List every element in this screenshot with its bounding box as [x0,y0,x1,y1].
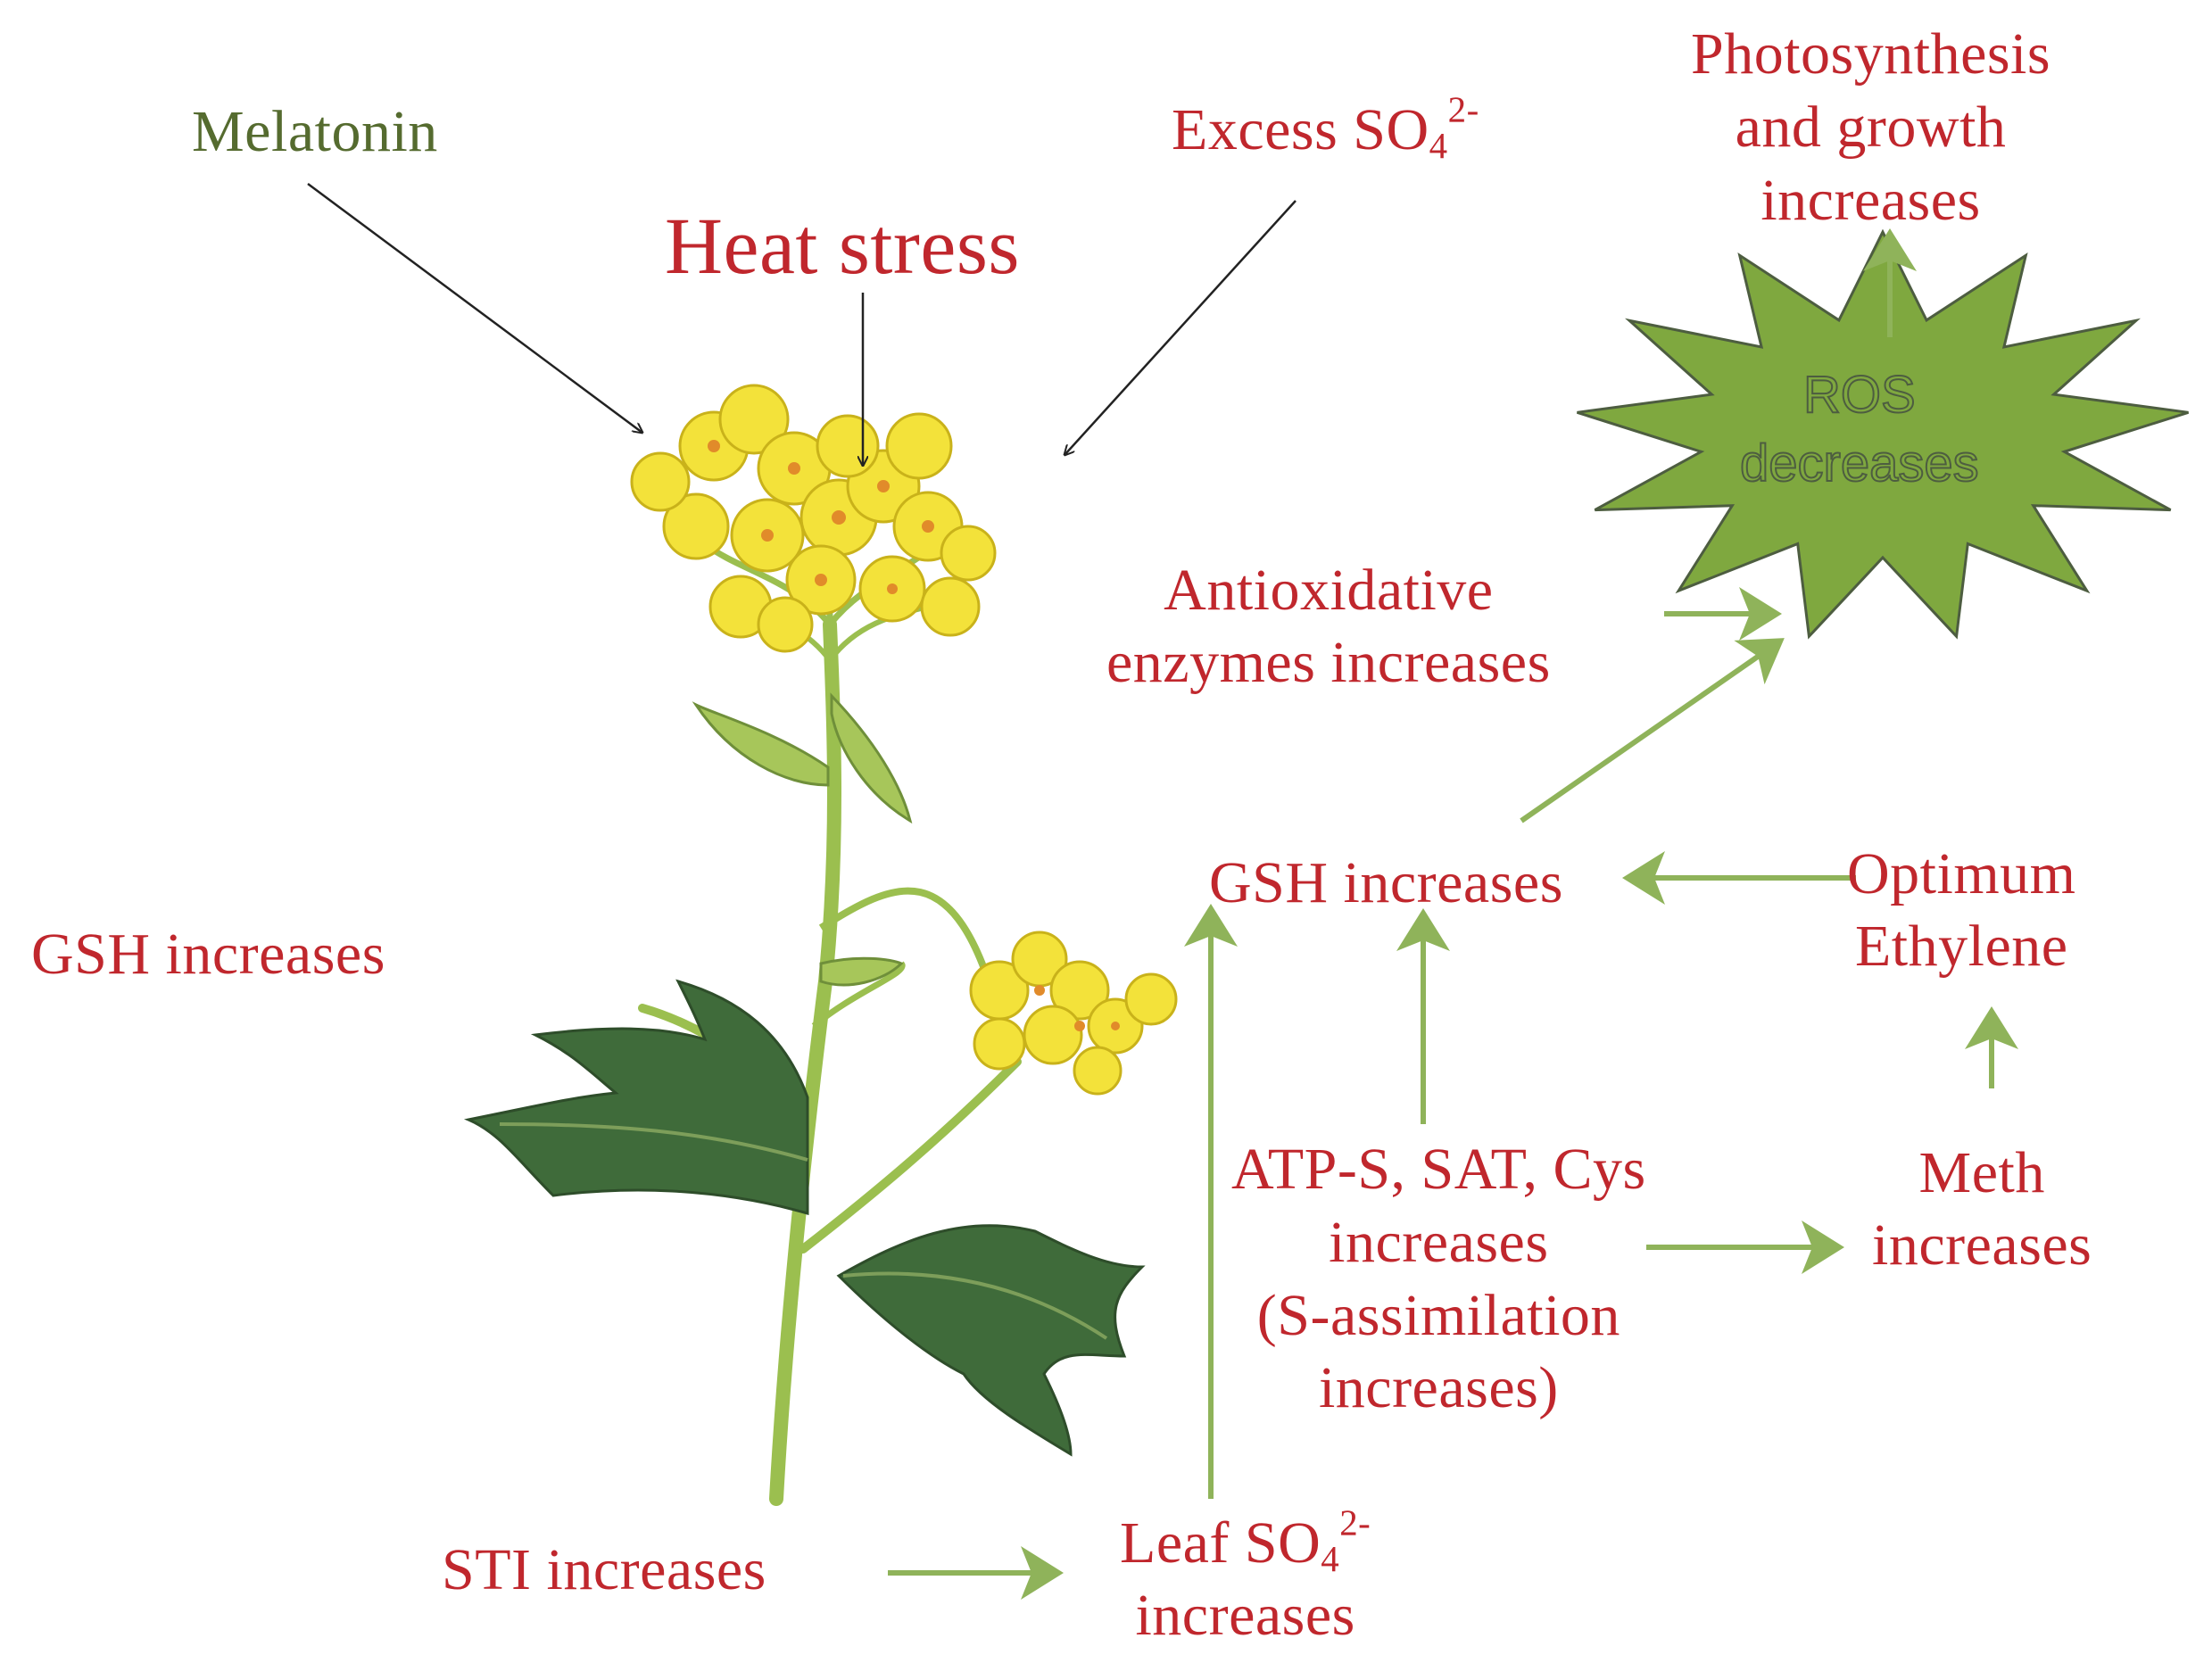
sti-text: STI increases [442,1537,766,1602]
excess-sulfate-text: Excess SO [1172,97,1429,162]
meth-line2: increases [1872,1212,2092,1278]
photo-line3: increases [1760,167,1981,233]
assim-line2: increases [1329,1209,1549,1275]
optimum-ethylene-label: Optimum Ethylene [1847,839,2076,982]
assim-line4: increases) [1318,1355,1559,1421]
ros-decreases-label: ROS decreases [1739,361,1980,498]
ros-line2: decreases [1739,434,1980,493]
ethylene-line1: Optimum [1847,841,2076,906]
meth-increases-label: Meth increases [1872,1138,2092,1281]
antiox-line2: enzymes increases [1106,629,1551,695]
assim-line3: (S-assimilation [1256,1282,1620,1348]
meth-line1: Meth [1918,1140,2045,1205]
excess-sulfate-label: Excess SO42- [1172,91,1479,167]
excess-sulfate-subscript: 4 [1429,126,1448,167]
leaf-sulfate-superscript: 2- [1339,1502,1371,1543]
heat-stress-label: Heat stress [665,198,1020,296]
s-assimilation-label: ATP-S, SAT, Cys increases (S-assimilatio… [1231,1133,1646,1425]
mustard-plant-illustration-icon [463,384,1178,1506]
photo-line2: and growth [1735,94,2007,160]
arrow-gsh-to-ros [1520,638,1785,823]
leaf-sulfate-line2: increases [1135,1582,1355,1648]
leaf-sulfate-subscript: 4 [1321,1539,1340,1580]
assim-line1: ATP-S, SAT, Cys [1231,1137,1646,1202]
ethylene-line2: Ethylene [1854,913,2068,979]
excess-sulfate-superscript: 2- [1447,89,1479,130]
arrow-melatonin-to-plant [307,182,642,433]
photo-line1: Photosynthesis [1691,21,2051,87]
leaf-sulfate-label: Leaf SO42- increases [1120,1504,1371,1651]
heat-stress-text: Heat stress [665,203,1020,291]
antioxidative-enzymes-label: Antioxidative enzymes increases [1106,555,1551,699]
gsh-increases-right-label: GSH increases [1209,848,1563,920]
arrow-excess-sulfate-to-plant [1065,200,1297,455]
gsh-increases-left-label: GSH increases [31,919,385,991]
leaf-sulfate-text: Leaf SO [1120,1510,1321,1576]
gsh-left-text: GSH increases [31,922,385,987]
sti-increases-label: STI increases [442,1535,766,1607]
photosynthesis-growth-label: Photosynthesis and growth increases [1691,18,2050,236]
ros-star-burst-icon [1577,228,2189,640]
gsh-right-text: GSH increases [1209,850,1563,915]
ros-line1: ROS [1802,365,1917,425]
melatonin-label: Melatonin [192,96,438,169]
antiox-line1: Antioxidative [1164,558,1494,623]
melatonin-text: Melatonin [192,99,438,164]
